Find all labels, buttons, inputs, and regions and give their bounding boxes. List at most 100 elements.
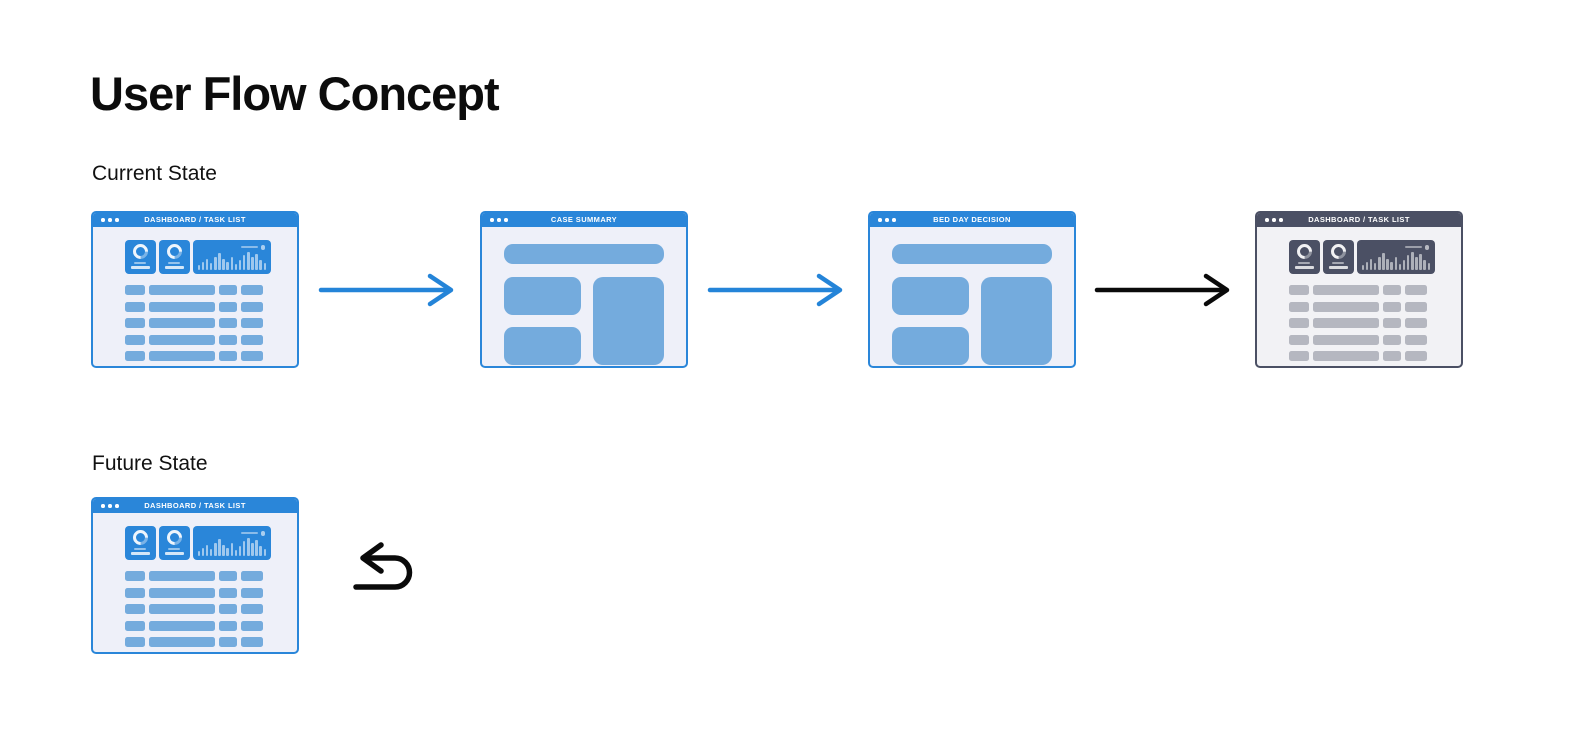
table-cell	[1383, 285, 1401, 295]
table-row	[125, 587, 297, 598]
table-cell	[1289, 318, 1309, 328]
mockup-summary	[482, 227, 686, 365]
window-dashboard-future: DASHBOARD / TASK LIST	[91, 497, 299, 654]
chart-bar	[201, 548, 205, 556]
window-bed-day-decision: BED DAY DECISION	[868, 211, 1076, 368]
chart-bar	[263, 263, 266, 270]
chart-bar	[1373, 263, 1377, 270]
table-row	[1289, 285, 1461, 295]
table-row	[1289, 334, 1461, 345]
mockup-dashboard	[1257, 227, 1461, 361]
chart-legend	[241, 245, 265, 250]
window-title: DASHBOARD / TASK LIST	[144, 501, 246, 510]
mockup-table	[125, 571, 297, 647]
content-column-left	[892, 277, 969, 365]
table-cell	[1289, 334, 1309, 345]
window-title: BED DAY DECISION	[933, 215, 1011, 224]
chart-bar	[247, 538, 250, 556]
window-traffic-dots-icon	[101, 218, 119, 222]
legend-line	[241, 532, 258, 535]
text-line	[130, 266, 150, 269]
chart-bar	[230, 543, 233, 556]
table-cell	[125, 604, 145, 614]
donut-chart-icon	[1327, 240, 1349, 263]
window-case-summary: CASE SUMMARY	[480, 211, 688, 368]
chart-bar	[1365, 262, 1369, 270]
window-title-bar: DASHBOARD / TASK LIST	[1257, 213, 1461, 227]
window-title: DASHBOARD / TASK LIST	[1308, 215, 1410, 224]
table-row	[125, 571, 297, 581]
stat-card	[1322, 240, 1354, 274]
table-cell	[219, 604, 237, 614]
chart-bar	[205, 259, 209, 270]
table-cell	[241, 571, 263, 581]
table-cell	[125, 351, 145, 361]
table-cell	[1383, 301, 1401, 312]
chart-bar	[1398, 263, 1402, 270]
table-row	[125, 334, 297, 345]
table-cell	[125, 318, 145, 328]
stat-card	[158, 526, 190, 560]
chart-bar	[209, 549, 213, 556]
table-cell	[241, 587, 263, 598]
arrow-right-icon	[707, 273, 843, 307]
table-cell	[1313, 318, 1379, 328]
stat-card	[125, 526, 156, 560]
table-cell	[149, 587, 215, 598]
chart-bar	[1406, 254, 1410, 270]
table-cell	[241, 285, 263, 295]
arrow-right-icon	[318, 273, 454, 307]
chart-bar	[1390, 261, 1393, 270]
chart-bar	[226, 547, 229, 556]
window-traffic-dots-icon	[1265, 218, 1283, 222]
table-cell	[149, 318, 215, 328]
text-line	[168, 548, 181, 550]
table-row	[125, 285, 297, 295]
table-cell	[241, 318, 263, 328]
chart-bar	[259, 545, 262, 556]
chart-legend	[1405, 245, 1429, 250]
table-cell	[125, 571, 145, 581]
chart-bar	[1386, 258, 1389, 270]
donut-chart-icon	[1293, 240, 1315, 263]
table-cell	[149, 301, 215, 312]
chart-bar	[218, 253, 221, 270]
text-line	[1298, 262, 1311, 264]
table-cell	[1405, 334, 1427, 345]
chart-bar	[242, 540, 246, 556]
chart-bar	[1361, 264, 1364, 270]
chart-bar	[230, 257, 233, 270]
table-row	[1289, 301, 1461, 312]
bar-chart-icon	[197, 252, 266, 270]
window-title-bar: DASHBOARD / TASK LIST	[93, 499, 297, 513]
legend-dot	[1424, 245, 1429, 250]
section-label-future: Future State	[92, 452, 208, 475]
table-row	[125, 604, 297, 614]
text-line	[1328, 266, 1348, 269]
table-cell	[1289, 351, 1309, 361]
table-cell	[1383, 351, 1401, 361]
section-label-current: Current State	[92, 162, 217, 185]
text-line	[1332, 262, 1345, 264]
mockup-table	[125, 285, 297, 361]
content-block-large	[593, 277, 664, 365]
text-line	[134, 262, 147, 264]
text-line	[130, 552, 150, 555]
window-title: CASE SUMMARY	[550, 215, 618, 224]
chart-bar	[259, 259, 262, 270]
chart-bar	[222, 258, 225, 270]
stat-card-row	[1289, 240, 1435, 274]
chart-bar	[263, 549, 266, 556]
chart-bar	[1378, 256, 1381, 270]
donut-chart-icon	[163, 240, 185, 263]
table-cell	[149, 571, 215, 581]
mockup-summary	[870, 227, 1074, 365]
chart-bar	[238, 546, 242, 556]
chart-bar	[234, 263, 238, 270]
chart-bar	[234, 549, 238, 556]
table-cell	[125, 285, 145, 295]
bar-chart-icon	[1361, 252, 1430, 270]
table-cell	[219, 571, 237, 581]
chart-bar	[205, 545, 209, 556]
table-row	[125, 318, 297, 328]
